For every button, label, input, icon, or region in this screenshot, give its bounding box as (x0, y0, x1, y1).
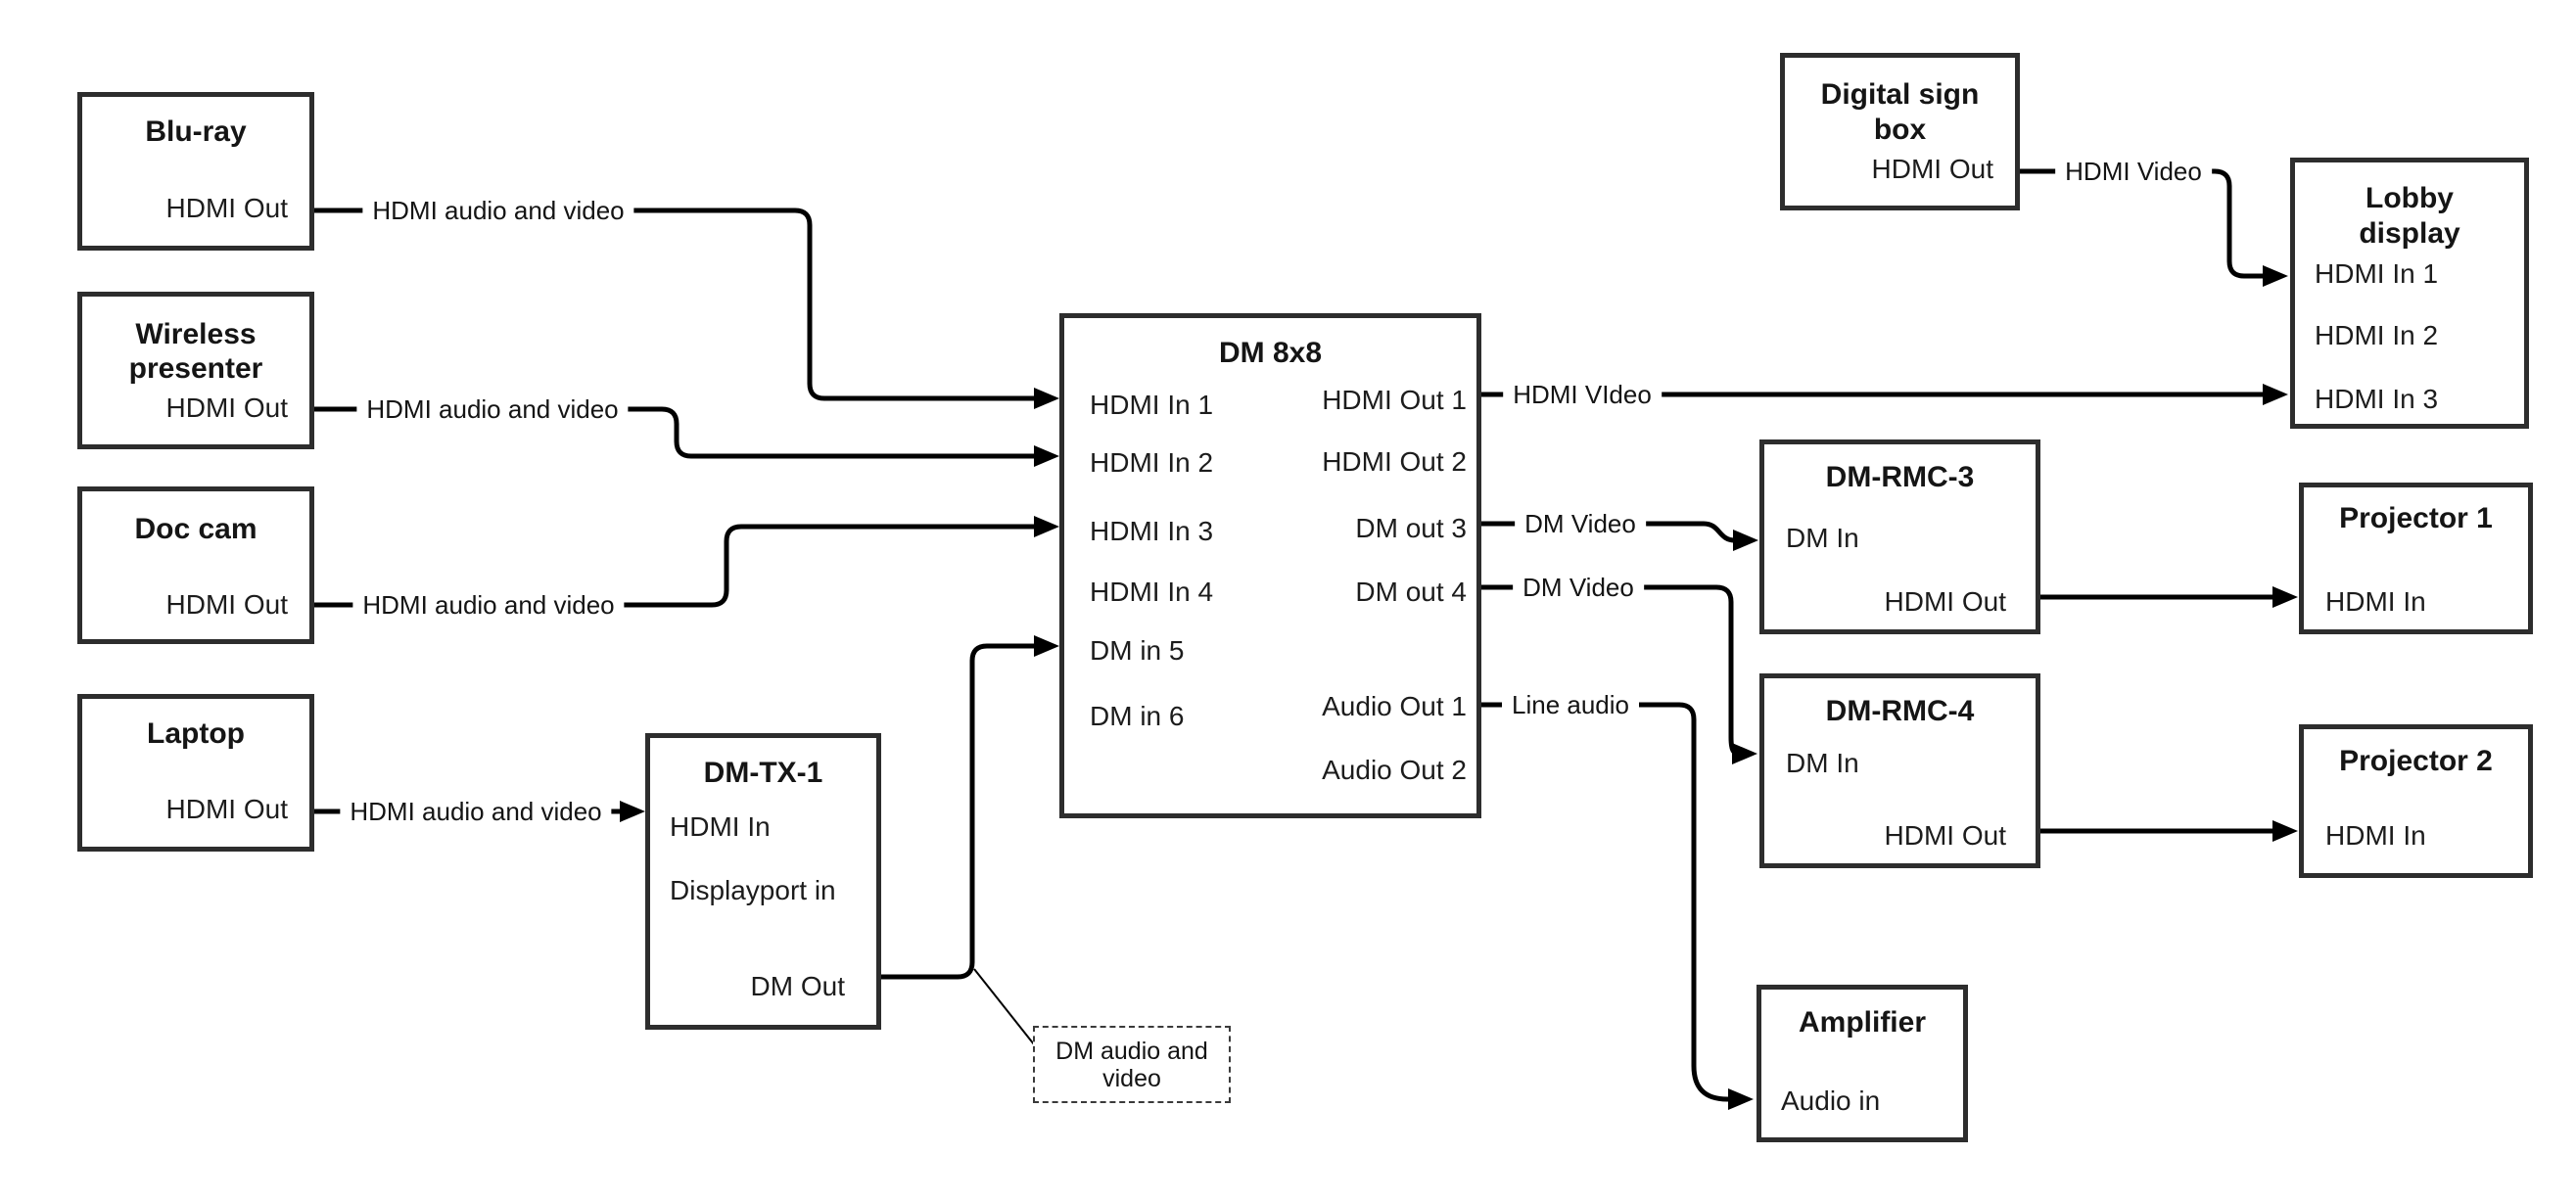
connection-label-doccam: HDMI audio and video (352, 589, 625, 621)
arrowhead-dmtx1-hdmi-in (620, 801, 645, 822)
node-digital-sign-box: Digital sign box HDMI Out (1780, 53, 2020, 210)
node-dmtx1-title: DM-TX-1 (703, 757, 823, 789)
port-proj2-hdmi-in: HDMI In (2325, 820, 2426, 851)
port-lobby-hdmi-in-2: HDMI In 2 (2315, 320, 2439, 350)
port-doccam-hdmi-out: HDMI Out (165, 589, 288, 620)
port-dm8x8-dm-out-3: DM out 3 (1355, 513, 1467, 543)
annotation-callout-line (973, 968, 1035, 1045)
port-dm8x8-hdmi-out-1: HDMI Out 1 (1322, 385, 1467, 415)
port-bluray-hdmi-out: HDMI Out (165, 193, 288, 223)
wire-digitalsign-to-lobby-in1 (2020, 168, 2265, 279)
port-dm8x8-hdmi-in-3: HDMI In 3 (1090, 516, 1214, 546)
port-dm8x8-hdmi-in-2: HDMI In 2 (1090, 447, 1214, 478)
annotation-line1: DM audio and (1055, 1038, 1208, 1065)
node-projector-2: Projector 2 HDMI In (2299, 724, 2533, 878)
connection-label-laptop: HDMI audio and video (340, 796, 612, 827)
port-dm8x8-hdmi-in-4: HDMI In 4 (1090, 577, 1214, 607)
arrowhead-lobby-in3 (2263, 384, 2288, 405)
port-dm8x8-audio-out-2: Audio Out 2 (1322, 755, 1467, 785)
arrowhead-dm8x8-in2 (1034, 445, 1059, 467)
port-dm8x8-dm-out-4: DM out 4 (1355, 577, 1467, 607)
node-bluray-title: Blu-ray (145, 115, 247, 148)
port-digitalsign-hdmi-out: HDMI Out (1871, 154, 1993, 184)
wire-bluray-to-dm8x8-in1 (314, 208, 1036, 401)
arrowhead-rmc4-dm-in (1732, 743, 1757, 764)
arrowhead-amplifier-in (1728, 1088, 1754, 1110)
node-projector-1: Projector 1 HDMI In (2299, 483, 2533, 634)
port-lobby-hdmi-in-1: HDMI In 1 (2315, 258, 2439, 289)
port-proj1-hdmi-in: HDMI In (2325, 586, 2426, 617)
port-rmc4-hdmi-out: HDMI Out (1884, 820, 2006, 851)
node-digitalsign-title-line2: box (1873, 114, 1927, 146)
arrowhead-dm8x8-in1 (1034, 388, 1059, 409)
node-rmc3-title: DM-RMC-3 (1825, 461, 1975, 493)
node-dmtx1: DM-TX-1 HDMI In Displayport in DM Out (645, 733, 881, 1030)
node-dm-rmc-3: DM-RMC-3 DM In HDMI Out (1759, 439, 2040, 634)
port-dmtx1-displayport-in: Displayport in (670, 875, 836, 905)
port-dm8x8-dm-in-6: DM in 6 (1090, 701, 1185, 731)
port-amplifier-audio-in: Audio in (1781, 1086, 1881, 1116)
node-rmc4-title: DM-RMC-4 (1825, 695, 1975, 727)
wire-dm8x8-out3-to-rmc3 (1481, 521, 1736, 543)
arrowhead-dm8x8-in3 (1034, 516, 1059, 537)
port-rmc3-dm-in: DM In (1786, 523, 1859, 553)
port-dm8x8-hdmi-in-1: HDMI In 1 (1090, 390, 1214, 420)
node-lobby-display: Lobby display HDMI In 1 HDMI In 2 HDMI I… (2290, 158, 2529, 429)
node-laptop-title: Laptop (147, 717, 245, 750)
port-wireless-hdmi-out: HDMI Out (165, 393, 288, 423)
node-proj1-title: Projector 1 (2339, 502, 2493, 534)
annotation-line2: video (1102, 1065, 1161, 1092)
node-laptop: Laptop HDMI Out (77, 694, 314, 852)
arrowhead-rmc3-dm-in (1733, 530, 1758, 551)
connection-label-dm-out-3: DM Video (1515, 508, 1646, 539)
port-lobby-hdmi-in-3: HDMI In 3 (2315, 384, 2439, 414)
node-dm8x8-title: DM 8x8 (1218, 337, 1323, 369)
connection-label-audio-out-1: Line audio (1502, 689, 1639, 720)
node-digitalsign-title-line1: Digital sign (1820, 78, 1980, 111)
port-laptop-hdmi-out: HDMI Out (165, 794, 288, 824)
connection-label-wireless: HDMI audio and video (356, 393, 629, 425)
port-dm8x8-dm-in-5: DM in 5 (1090, 635, 1185, 666)
node-amplifier-title: Amplifier (1798, 1006, 1927, 1039)
annotation-dm-audio-and-video: DM audio and video (1033, 1026, 1231, 1103)
connection-label-digitalsign: HDMI Video (2055, 156, 2212, 187)
connection-label-bluray: HDMI audio and video (362, 195, 634, 226)
node-wireless-title-line2: presenter (128, 352, 263, 385)
port-dm8x8-audio-out-1: Audio Out 1 (1322, 691, 1467, 721)
node-doccam-title: Doc cam (134, 513, 258, 545)
node-amplifier: Amplifier Audio in (1756, 985, 1968, 1142)
node-dm-rmc-4: DM-RMC-4 DM In HDMI Out (1759, 673, 2040, 868)
port-dmtx1-hdmi-in: HDMI In (670, 811, 771, 842)
node-bluray: Blu-ray HDMI Out (77, 92, 314, 251)
node-doccam: Doc cam HDMI Out (77, 486, 314, 644)
port-dm8x8-hdmi-out-2: HDMI Out 2 (1322, 446, 1467, 477)
wire-wireless-to-dm8x8-in2 (314, 406, 1036, 459)
wire-dmtx1-to-dm8x8-in5 (881, 643, 1036, 980)
node-lobby-title-line2: display (2359, 217, 2460, 250)
node-proj2-title: Projector 2 (2339, 745, 2493, 777)
connection-label-dm-out-4: DM Video (1513, 572, 1644, 603)
node-dm8x8: DM 8x8 HDMI In 1 HDMI In 2 HDMI In 3 HDM… (1059, 313, 1481, 818)
arrowhead-lobby-in1 (2263, 265, 2288, 287)
node-lobby-title-line1: Lobby (2365, 182, 2454, 214)
port-rmc4-dm-in: DM In (1786, 748, 1859, 778)
connection-label-hdmi-out-1: HDMI VIdeo (1503, 379, 1662, 410)
node-wireless-title-line1: Wireless (135, 318, 257, 350)
arrowheads (620, 265, 2298, 1110)
wire-dm8x8-aout1-to-amplifier (1481, 702, 1730, 1102)
arrowhead-dm8x8-in5 (1034, 635, 1059, 657)
wire-doccam-to-dm8x8-in3 (314, 524, 1036, 608)
arrowhead-proj1-in (2272, 586, 2298, 608)
port-rmc3-hdmi-out: HDMI Out (1884, 586, 2006, 617)
node-wireless-presenter: Wireless presenter HDMI Out (77, 292, 314, 449)
port-dmtx1-dm-out: DM Out (750, 971, 845, 1001)
arrowhead-proj2-in (2272, 820, 2298, 842)
